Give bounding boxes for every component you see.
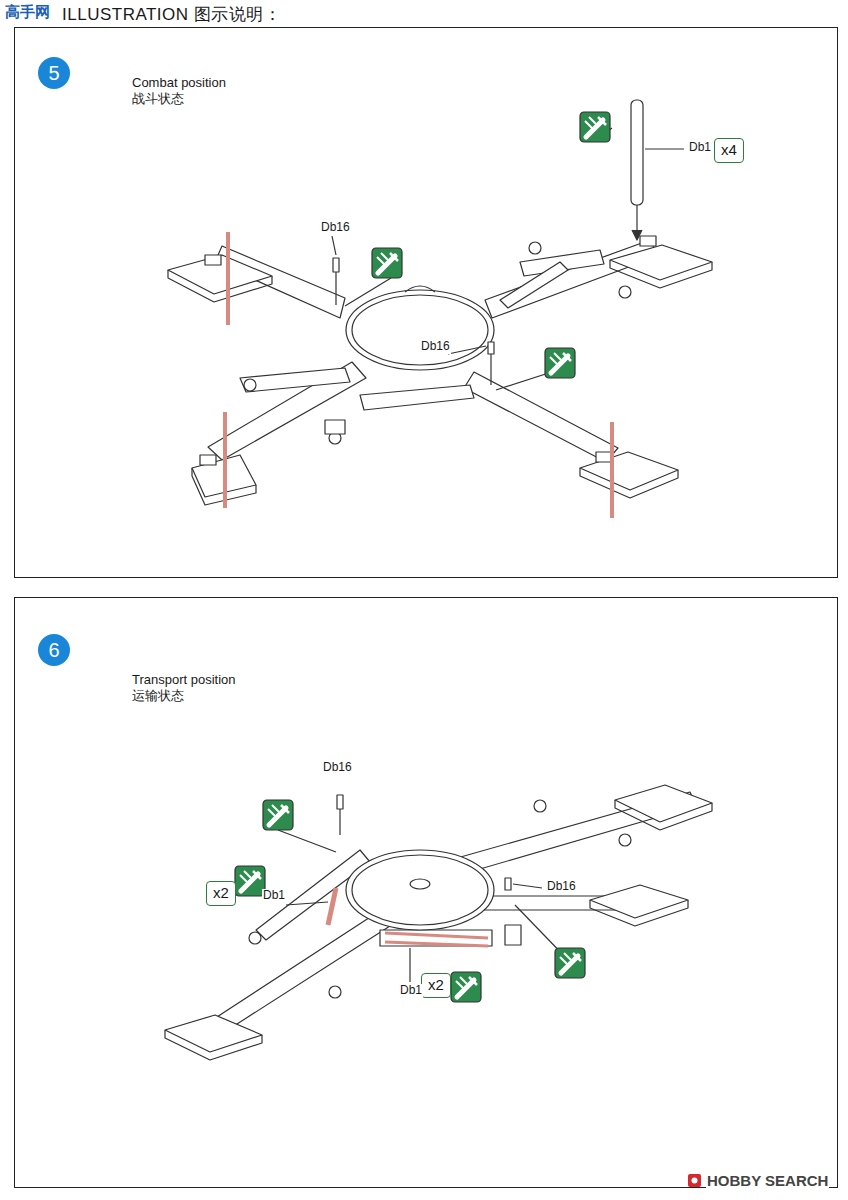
quantity-text: x2 [213,885,229,902]
part-number: Db16 [546,880,577,894]
part-number: Db16 [420,340,451,354]
brand-logo-text: HOBBY SEARCH [706,1172,829,1189]
part-number: Db1 [262,889,286,903]
watermark: 高手网 [4,3,51,20]
quantity-box: x4 [714,138,744,163]
sheet-title: ILLUSTRATION 图示说明： [62,3,281,26]
step-caption: Combat position [132,75,226,91]
step-caption: Transport position [132,672,236,688]
step-number-text: 5 [48,62,59,84]
step-number-text: 6 [48,639,59,661]
step-caption: 运输状态 [132,688,184,704]
quantity-text: x4 [721,142,737,159]
step-panel: Transport position运输状态 6 x2 x2 [14,597,838,1188]
step-number: 5 [38,57,70,89]
quantity-text: x2 [428,977,444,994]
part-number: Db16 [320,221,351,235]
quantity-box: x2 [421,973,451,998]
step-number: 6 [38,634,70,666]
part-number: Db1 [399,984,423,998]
part-number: Db1 [688,141,712,155]
step-panel: Combat position战斗状态 5 x4 [14,27,838,578]
quantity-box: x2 [206,881,236,906]
part-number: Db16 [322,761,353,775]
step-caption: 战斗状态 [132,91,184,107]
